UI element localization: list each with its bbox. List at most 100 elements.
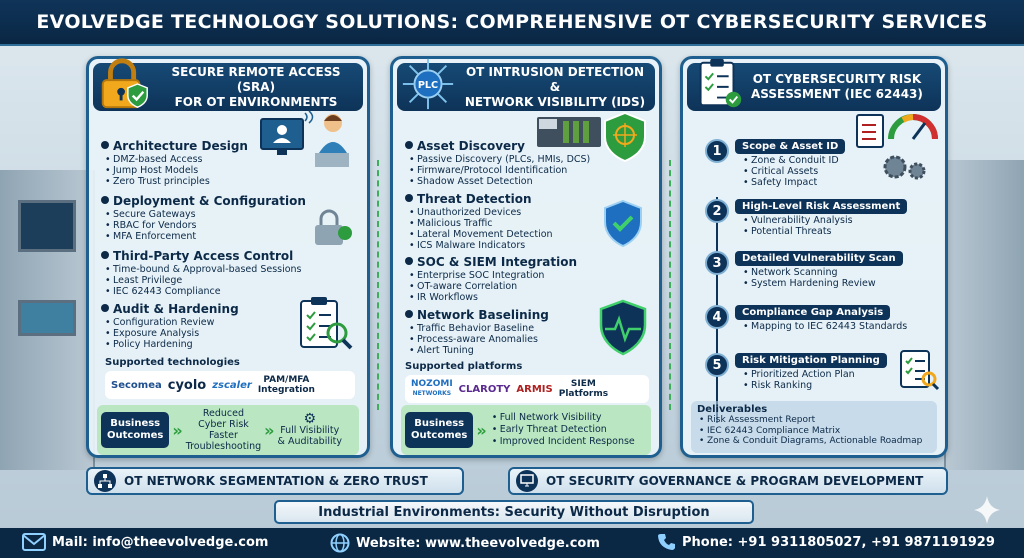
hmi-screen (18, 200, 76, 252)
ids-section-baselining: Network Baselining Traffic Behavior Base… (405, 308, 549, 356)
outcome-risk-faster: Reduced Cyber Risk Faster Troubleshootin… (186, 408, 261, 452)
mail-icon (22, 533, 46, 551)
armis-logo: ARMIS (516, 383, 553, 395)
sra-panel-title: SECURE REMOTE ACCESS (SRA) FOR OT ENVIRO… (93, 63, 363, 111)
list-item: Critical Assets (741, 166, 839, 177)
list-item: Configuration Review (101, 317, 239, 328)
siem-platforms-label: SIEM Platforms (559, 379, 608, 399)
outcome-text: Cyber Risk (198, 419, 249, 430)
industrial-equipment-right (944, 160, 1024, 470)
pam-mfa-line1: PAM/MFA (263, 375, 310, 385)
governance-label: OT SECURITY GOVERNANCE & PROGRAM DEVELOP… (546, 474, 924, 488)
pam-mfa-label: PAM/MFA Integration (258, 375, 315, 395)
ids-section-threat-detection: Threat Detection Unauthorized Devices Ma… (405, 192, 553, 251)
step-title: Scope & Asset ID (735, 139, 846, 154)
footer-email[interactable]: Mail: info@theevolvedge.com (22, 533, 268, 551)
remote-user-monitor-icon (260, 110, 349, 167)
outcome-text: Faster (209, 430, 238, 441)
section-heading: Third-Party Access Control (101, 249, 302, 263)
governance-bar: OT SECURITY GOVERNANCE & PROGRAM DEVELOP… (508, 467, 948, 495)
report-magnifier-icon (900, 350, 940, 391)
pam-mfa-line2: Integration (257, 385, 315, 395)
step-number: 4 (705, 305, 729, 329)
list-item: Zone & Conduit Diagrams, Actionable Road… (697, 436, 931, 447)
list-item: Risk Assessment Report (697, 415, 931, 426)
list-item: Risk Ranking (741, 380, 855, 391)
list-item: Prioritized Action Plan (741, 369, 855, 380)
list-item: Mapping to IEC 62443 Standards (741, 321, 907, 332)
network-nodes-icon: ⚙ (303, 410, 317, 427)
badge-line2: Outcomes (107, 430, 164, 441)
lock-gear-icon (315, 209, 352, 245)
supported-platforms-label: Supported platforms (405, 361, 523, 372)
padlock-shield-icon (101, 58, 148, 109)
clipboard-check-icon (300, 297, 353, 350)
section-heading: Asset Discovery (405, 139, 590, 153)
siem-line1: SIEM (570, 379, 596, 389)
outcome-text: & Auditability (277, 435, 342, 447)
section-heading: SOC & SIEM Integration (405, 255, 577, 269)
step-number: 2 (705, 199, 729, 223)
ids-outcomes-list: Full Network Visibility Early Threat Det… (490, 412, 635, 448)
list-item: Alert Tuning (405, 345, 549, 356)
network-tree-icon (94, 470, 116, 492)
footer-website[interactable]: Website: www.theevolvedge.com (330, 533, 600, 553)
step-title: Compliance Gap Analysis (735, 305, 891, 320)
risk-panel: OT CYBERSECURITY RISK ASSESSMENT (IEC 62… (680, 56, 948, 458)
website-text: Website: www.theevolvedge.com (356, 535, 600, 551)
segmentation-bar: OT NETWORK SEGMENTATION & ZERO TRUST (86, 467, 464, 495)
business-outcomes-badge: Business Outcomes (405, 412, 474, 448)
sra-panel: SECURE REMOTE ACCESS (SRA) FOR OT ENVIRO… (86, 56, 370, 458)
ids-panel: OT INTRUSION DETECTION & NETWORK VISIBIL… (390, 56, 662, 458)
sra-title-line1: SECURE REMOTE ACCESS (SRA) (171, 64, 341, 94)
list-item: RBAC for Vendors (101, 220, 306, 231)
list-item: IEC 62443 Compliance (101, 286, 302, 297)
list-item: System Hardening Review (741, 278, 876, 289)
footer: Mail: info@theevolvedge.com Website: www… (0, 528, 1024, 558)
footer-phone[interactable]: Phone: +91 9311805027, +91 9871191929 (658, 533, 995, 551)
supported-technologies-label: Supported technologies (105, 357, 240, 368)
badge-line1: Business (110, 418, 161, 429)
sra-section-audit: Audit & Hardening Configuration Review E… (101, 302, 239, 350)
secomea-logo: Secomea (111, 379, 162, 391)
page-title: EVOLVEDGE TECHNOLOGY SOLUTIONS: COMPREHE… (36, 11, 988, 33)
risk-title-line2: ASSESSMENT (IEC 62443) (751, 87, 923, 101)
segmentation-label: OT NETWORK SEGMENTATION & ZERO TRUST (124, 474, 428, 488)
list-item: ICS Malware Indicators (405, 240, 553, 251)
list-item: Secure Gateways (101, 209, 306, 220)
list-item: Policy Hardening (101, 339, 239, 350)
cyolo-logo: cyolo (167, 377, 207, 393)
nozomi-logo-text: NOZOMI (411, 379, 453, 389)
list-item: Process-aware Anomalies (405, 334, 549, 345)
business-outcomes-badge: Business Outcomes (101, 412, 170, 448)
sra-logo-strip: Secomea cyolo zscaler PAM/MFA Integratio… (105, 371, 355, 399)
list-item: MFA Enforcement (101, 231, 306, 242)
outcome-visibility: ⚙ Full Visibility & Auditability (277, 410, 342, 447)
list-item: Least Privilege (101, 275, 302, 286)
ids-title-line1: OT INTRUSION DETECTION & (465, 64, 644, 94)
chevron-right-icon: » (476, 420, 487, 440)
list-item: Passive Discovery (PLCs, HMIs, DCS) (405, 154, 590, 165)
step-number: 5 (705, 353, 729, 377)
list-item: Exposure Analysis (101, 328, 239, 339)
list-item: Early Threat Detection (490, 424, 635, 436)
sra-section-third-party: Third-Party Access Control Time-bound & … (101, 249, 302, 297)
list-item: Time-bound & Approval-based Sessions (101, 264, 302, 275)
checklist-icon (699, 58, 742, 108)
step-title: Risk Mitigation Planning (735, 353, 887, 368)
globe-icon (330, 533, 350, 553)
shield-check-icon (604, 199, 642, 248)
badge-line1: Business (414, 418, 465, 429)
hmi-screen-lower (18, 300, 76, 336)
gauge-gears-icon (856, 114, 938, 180)
ids-section-soc-siem: SOC & SIEM Integration Enterprise SOC In… (405, 255, 577, 303)
list-item: Unauthorized Devices (405, 207, 553, 218)
deliverables-box: Deliverables Risk Assessment Report IEC … (691, 401, 937, 453)
list-item: Network Scanning (741, 267, 876, 278)
email-text: Mail: info@theevolvedge.com (52, 534, 269, 550)
section-heading: Network Baselining (405, 308, 549, 322)
list-item: DMZ-based Access (101, 154, 248, 165)
connector-line (669, 160, 671, 410)
shield-pulse-icon (599, 299, 647, 356)
list-item: Shadow Asset Detection (405, 176, 590, 187)
